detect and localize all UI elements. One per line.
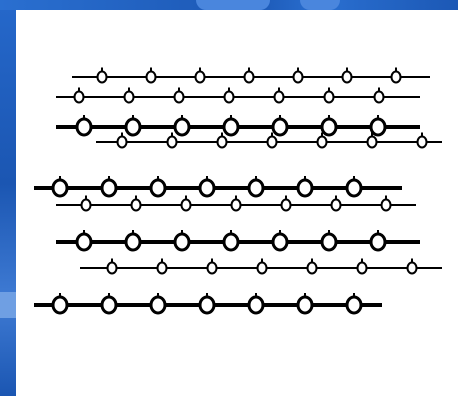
bead <box>322 234 336 250</box>
bead <box>175 119 189 135</box>
bead <box>273 119 287 135</box>
slide-top-tab <box>196 0 270 10</box>
diagram-canvas <box>16 10 458 396</box>
bead <box>196 72 205 83</box>
bead <box>218 137 227 148</box>
bead <box>343 72 352 83</box>
bead <box>382 200 391 211</box>
slide-top-tab-2 <box>300 0 340 10</box>
bead <box>298 297 312 313</box>
bead <box>408 263 417 274</box>
bead <box>151 297 165 313</box>
bead <box>375 92 384 103</box>
bead <box>371 119 385 135</box>
bead <box>294 72 303 83</box>
bead <box>332 200 341 211</box>
bead <box>232 200 241 211</box>
bead <box>147 72 156 83</box>
bead <box>298 180 312 196</box>
bead <box>132 200 141 211</box>
bead <box>347 297 361 313</box>
bead <box>249 297 263 313</box>
bead <box>273 234 287 250</box>
bead <box>126 119 140 135</box>
chain-row-2 <box>56 88 420 103</box>
bead <box>368 137 377 148</box>
bead <box>371 234 385 250</box>
bead <box>249 180 263 196</box>
bead <box>126 234 140 250</box>
bead <box>102 297 116 313</box>
bead <box>53 180 67 196</box>
bead <box>200 180 214 196</box>
bead <box>308 263 317 274</box>
bead <box>358 263 367 274</box>
bead <box>224 119 238 135</box>
bead <box>322 119 336 135</box>
bead <box>325 92 334 103</box>
chain-row-1 <box>72 68 430 83</box>
bead <box>208 263 217 274</box>
bead <box>275 92 284 103</box>
chain-row-9 <box>34 293 382 313</box>
bead <box>225 92 234 103</box>
bead-chain-diagram <box>16 10 458 396</box>
chain-row-6 <box>56 196 416 211</box>
bead <box>175 92 184 103</box>
bead <box>245 72 254 83</box>
slide-side-tab <box>0 292 16 318</box>
chain-row-3 <box>56 115 420 135</box>
bead <box>151 180 165 196</box>
bead <box>125 92 134 103</box>
bead <box>108 263 117 274</box>
chain-row-4 <box>96 133 442 148</box>
bead <box>77 119 91 135</box>
bead <box>392 72 401 83</box>
bead <box>82 200 91 211</box>
bead <box>418 137 427 148</box>
bead <box>98 72 107 83</box>
bead <box>175 234 189 250</box>
slide-left-border <box>0 10 16 396</box>
bead <box>258 263 267 274</box>
chain-row-5 <box>34 176 402 196</box>
bead <box>268 137 277 148</box>
chain-row-7 <box>56 230 420 250</box>
bead <box>318 137 327 148</box>
chain-row-8 <box>80 259 442 274</box>
bead <box>118 137 127 148</box>
bead <box>77 234 91 250</box>
bead <box>75 92 84 103</box>
bead <box>347 180 361 196</box>
bead <box>102 180 116 196</box>
bead <box>200 297 214 313</box>
bead <box>224 234 238 250</box>
bead <box>168 137 177 148</box>
bead <box>53 297 67 313</box>
bead <box>182 200 191 211</box>
bead <box>282 200 291 211</box>
bead <box>158 263 167 274</box>
